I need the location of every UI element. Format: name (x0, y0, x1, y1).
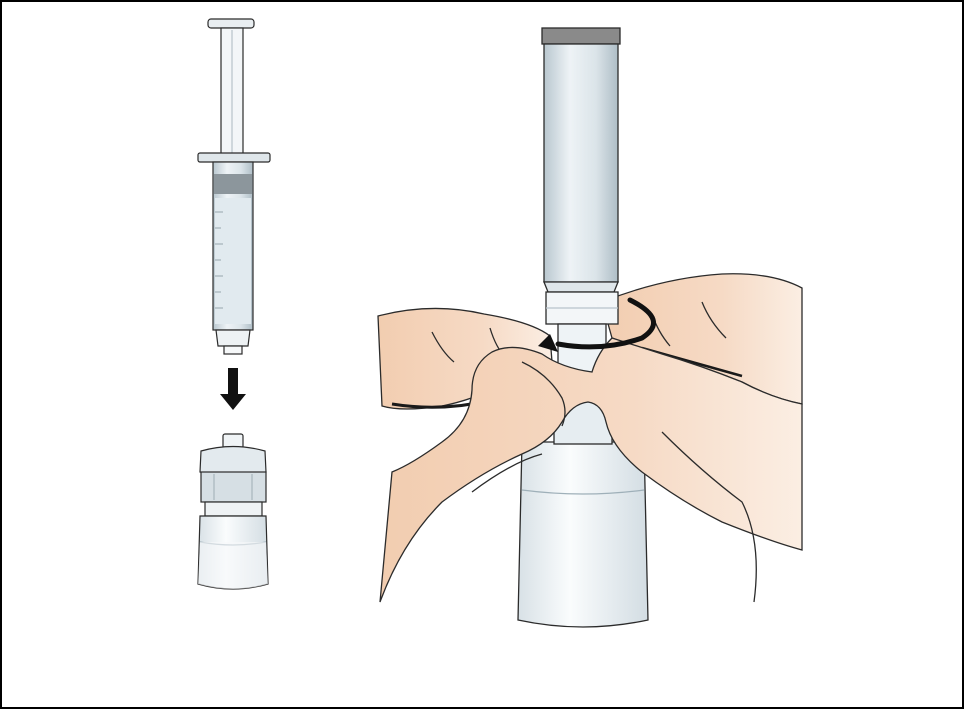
down-arrow-icon (220, 368, 246, 410)
syringe-barrel (542, 28, 620, 396)
panel-syringe-to-adapter (198, 19, 270, 589)
vial-with-adapter (198, 434, 268, 589)
panel-twist-syringe-on-vial (378, 28, 802, 627)
syringe-icon (198, 19, 270, 354)
